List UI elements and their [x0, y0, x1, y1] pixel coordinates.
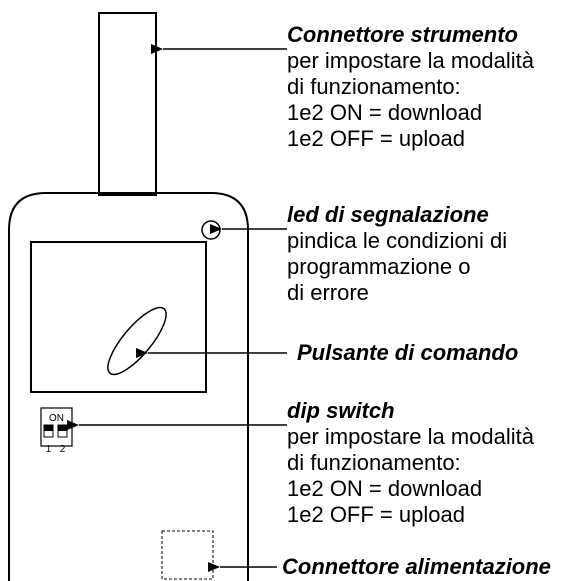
dip-switch: ON 1 2 — [40, 407, 73, 455]
device-body — [8, 192, 249, 581]
power-connector-title: Connettore alimentazione — [282, 554, 551, 579]
instrument-connector-desc-2: di funzionamento: — [287, 74, 461, 99]
instrument-connector-desc-1: per impostare la modalità — [287, 48, 535, 73]
command-button-label: Pulsante di comando — [297, 340, 518, 366]
instrument-connector-label: Connettore strumento per impostare la mo… — [287, 22, 534, 152]
instrument-connector — [98, 12, 157, 196]
dip-switch-desc-3: 1e2 ON = download — [287, 476, 483, 501]
dip-switch-desc-1: per impostare la modalità — [287, 424, 535, 449]
led-desc-1: pindica le condizioni di — [287, 228, 508, 253]
led-desc-3: di errore — [287, 280, 369, 305]
power-connector — [161, 530, 214, 580]
dip-switch-desc-4: 1e2 OFF = upload — [287, 502, 465, 527]
led-desc-2: programmazione o — [287, 254, 471, 279]
dip-switch-1-label: 1 — [46, 444, 52, 455]
instrument-connector-desc-3: 1e2 ON = download — [287, 100, 483, 125]
led-indicator — [201, 220, 221, 240]
instrument-connector-desc-4: 1e2 OFF = upload — [287, 126, 465, 151]
command-button-title: Pulsante di comando — [297, 340, 519, 365]
led-label: led di segnalazione pindica le condizion… — [287, 202, 507, 306]
power-connector-label: Connettore alimentazione — [282, 554, 551, 580]
led-title: led di segnalazione — [287, 202, 489, 227]
instrument-connector-title: Connettore strumento — [287, 22, 518, 47]
dip-switch-desc-2: di funzionamento: — [287, 450, 461, 475]
dip-switch-2-label: 2 — [60, 444, 66, 455]
dip-switch-title: dip switch — [287, 398, 395, 423]
dip-switch-on-label: ON — [49, 413, 64, 424]
dip-switch-label: dip switch per impostare la modalità di … — [287, 398, 534, 528]
